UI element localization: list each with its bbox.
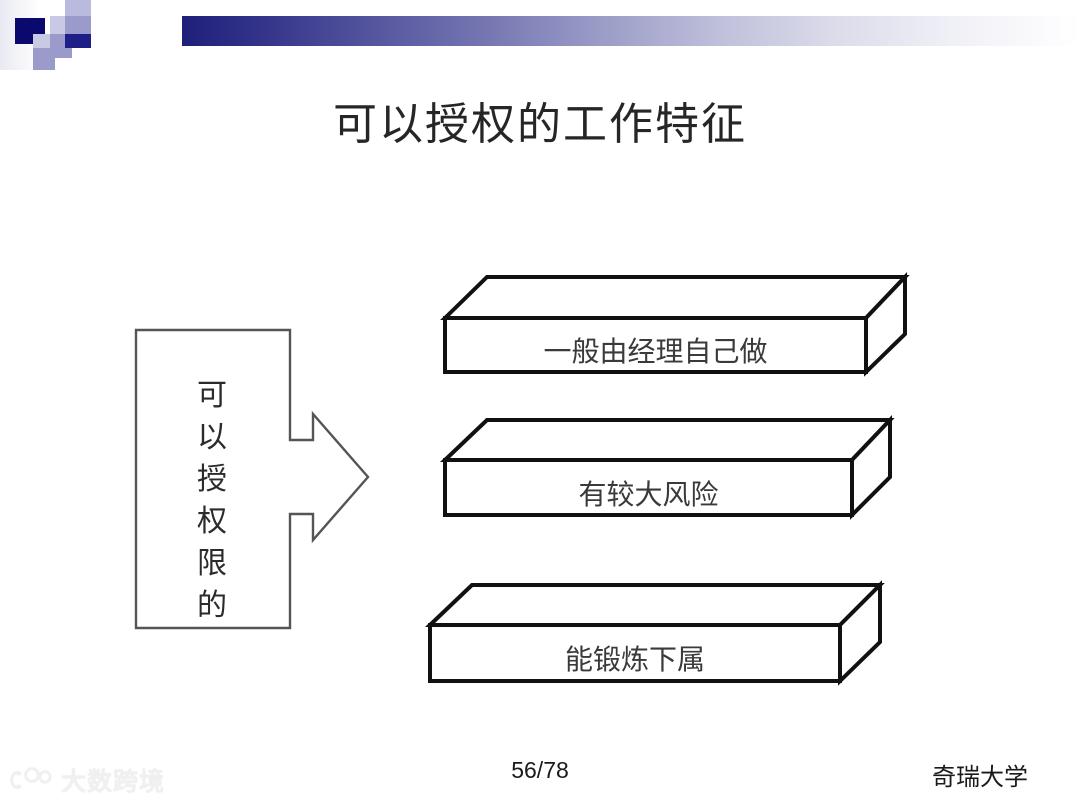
deco-square-medium-bottom [33, 48, 55, 70]
feature-box-3 [425, 580, 885, 686]
source-char-2: 授 [197, 462, 227, 497]
source-char-0: 可 [197, 378, 227, 413]
source-char-5: 的 [197, 588, 227, 623]
organization-name: 奇瑞大学 [932, 763, 1028, 791]
header-gradient-bar [182, 16, 1080, 46]
feature-box-3-top-face [425, 583, 885, 627]
source-char-4: 限 [197, 546, 227, 581]
deco-square-light-top [65, 0, 91, 16]
feature-box-2-top-face [440, 418, 895, 462]
deco-square-navy-tab [65, 34, 91, 48]
watermark-text: 大数跨境 [61, 767, 166, 796]
feature-box-1-top-face [440, 275, 910, 320]
feature-box-1-label: 一般由经理自己做 [543, 335, 768, 368]
feature-box-3-front-face [428, 623, 842, 683]
feature-box-2 [440, 414, 895, 520]
page-title: 可以授权的工作特征 [333, 99, 747, 150]
feature-box-3-label: 能锻炼下属 [564, 643, 705, 676]
feature-box-2-label: 有较大风险 [578, 478, 719, 511]
feature-box-2-front-face [443, 458, 854, 517]
source-box-with-arrow-shape [134, 328, 370, 630]
feature-box-1-front-face [443, 316, 868, 374]
source-box-vertical-label: 可 以 授 权 限 的 [186, 375, 238, 627]
watermark: 大数跨境 [8, 762, 165, 798]
feature-box-1 [440, 271, 910, 377]
source-char-1: 以 [197, 420, 227, 455]
source-char-3: 权 [197, 504, 227, 539]
page-number: 56/78 [511, 757, 569, 783]
watermark-logo-icon [10, 767, 52, 790]
